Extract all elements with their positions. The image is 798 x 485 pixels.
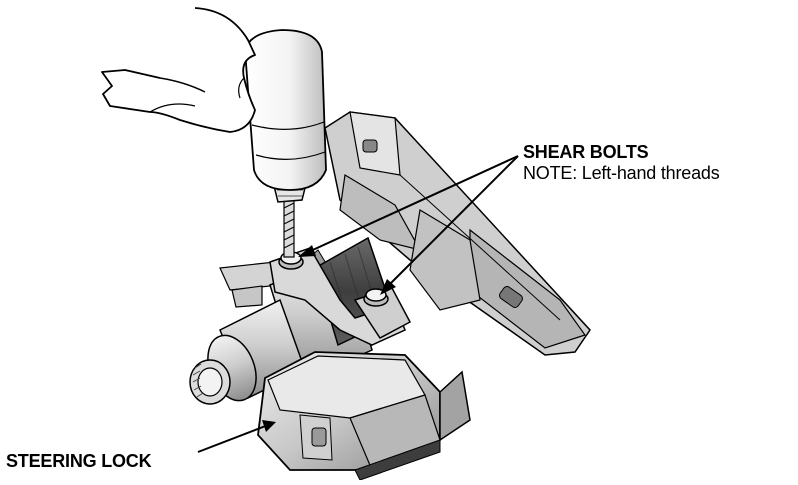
drill-bit [283, 194, 295, 258]
steering-lock-housing [257, 351, 471, 481]
mount-ears [219, 261, 281, 308]
left-hand-threads-note: NOTE: Left-hand threads [523, 163, 720, 183]
steering-lock-label: STEERING LOCK [6, 451, 152, 471]
steering-lock-callout-arrow [197, 420, 276, 453]
drill-tool [244, 29, 327, 203]
shear-bolts-callout-arrows [298, 155, 519, 295]
shear-bolt-head-right [363, 288, 389, 307]
technician-hand [101, 7, 256, 133]
shear-bolts-label: SHEAR BOLTS [523, 142, 649, 162]
